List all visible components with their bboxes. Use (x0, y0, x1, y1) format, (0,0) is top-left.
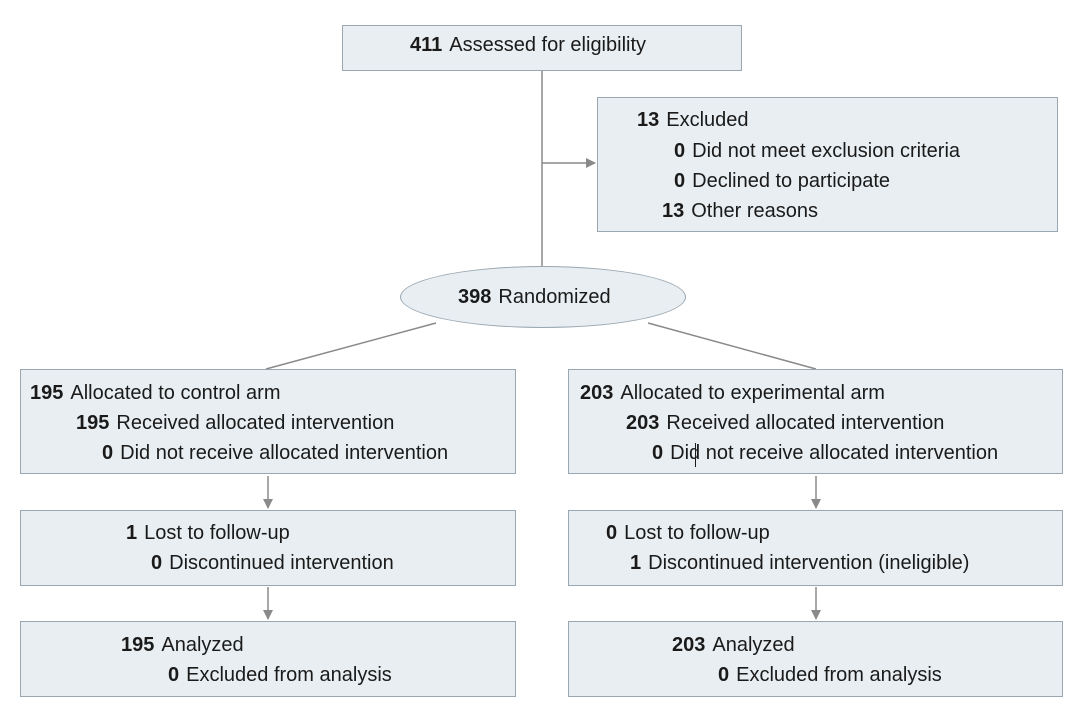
excluded-label: Excluded (666, 109, 749, 131)
randomized-ellipse (400, 266, 686, 328)
randomized-label: Randomized (498, 286, 611, 308)
branch-left-line (265, 322, 437, 370)
branch-right-line (647, 322, 817, 370)
assessed-label: Assessed for eligibility (449, 34, 647, 56)
excluded-line: 13 Excluded (637, 108, 749, 132)
experimental-followup-box (568, 510, 1063, 586)
experimental-allocation-box (568, 369, 1063, 474)
assessed-line: 411 Assessed for eligibility (410, 33, 646, 57)
control-followup-box (20, 510, 516, 586)
randomized-count: 398 (458, 286, 492, 308)
control-analysis-box (20, 621, 516, 697)
excluded-count: 13 (637, 109, 660, 131)
assessed-count: 411 (410, 34, 443, 56)
excluded-box (597, 97, 1058, 232)
control-allocation-box (20, 369, 516, 474)
randomized-line: 398 Randomized (458, 285, 611, 309)
text-cursor (695, 443, 696, 467)
assessed-box (342, 25, 742, 71)
experimental-analysis-box (568, 621, 1063, 697)
